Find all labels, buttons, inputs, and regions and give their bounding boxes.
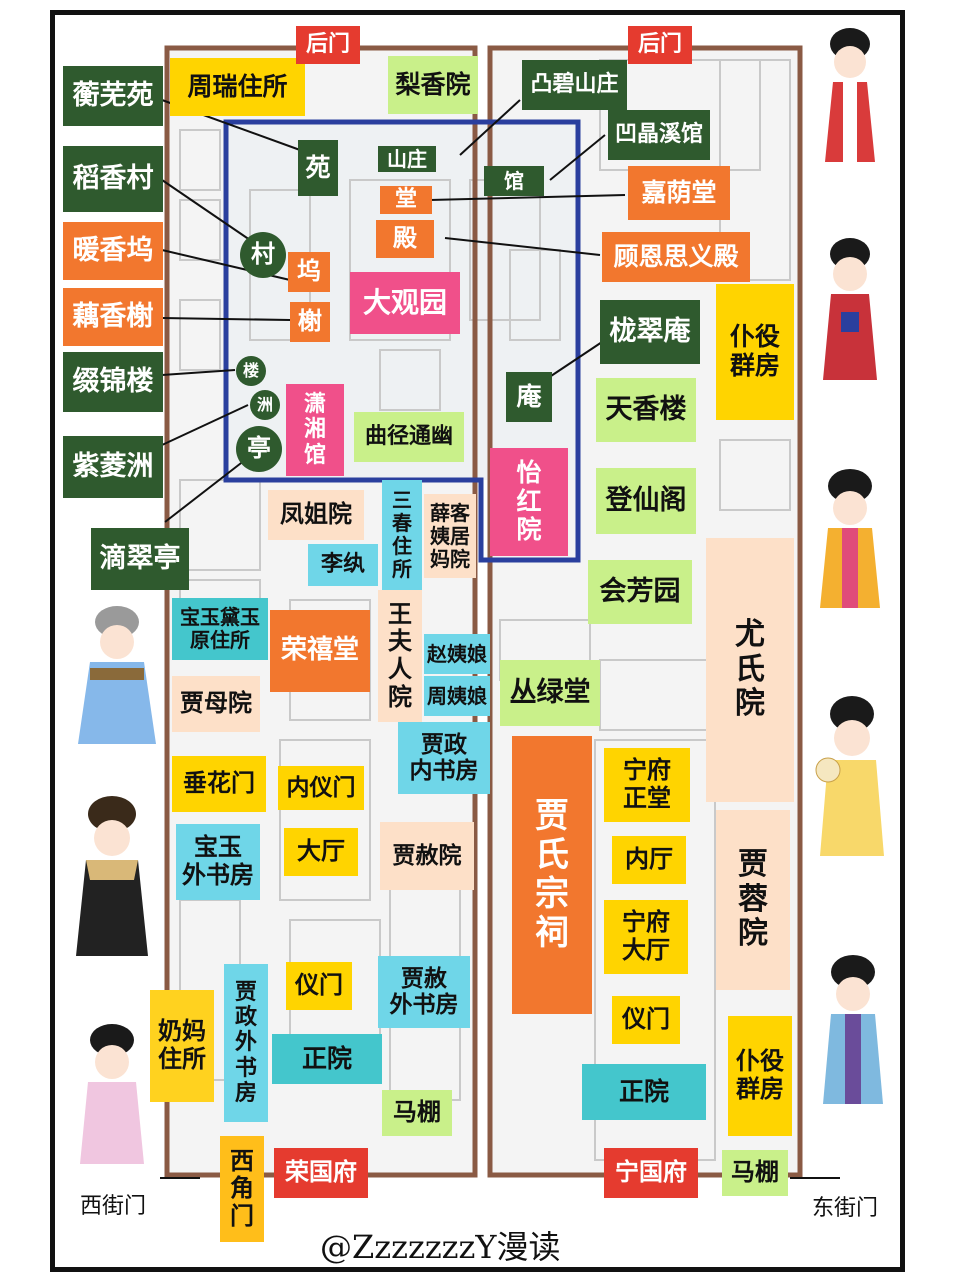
label-jiayin[interactable]: 嘉荫堂: [628, 166, 730, 220]
label-guan[interactable]: 馆: [484, 166, 544, 196]
label-fengjie[interactable]: 凤姐院: [268, 490, 364, 540]
label-tubi[interactable]: 凸碧山庄: [522, 60, 627, 110]
label-zhouyiniang[interactable]: 周姨娘: [424, 676, 490, 716]
label-tang[interactable]: 堂: [380, 186, 432, 214]
label-dengxian[interactable]: 登仙阁: [596, 468, 696, 534]
label-yihong[interactable]: 怡 红 院: [490, 448, 568, 556]
label-wu[interactable]: 坞: [288, 252, 330, 292]
label-jiashe[interactable]: 贾赦院: [380, 822, 474, 890]
daguanyuan-border: [223, 119, 581, 563]
label-guen[interactable]: 顾恩思义殿: [602, 232, 750, 282]
label-puyi-bottom[interactable]: 仆役 群房: [728, 1016, 792, 1136]
label-neiting[interactable]: 内厅: [612, 836, 686, 884]
label-xueyima[interactable]: 薛客 姨居 妈院: [424, 494, 476, 578]
label-baoyu-daiyu[interactable]: 宝玉黛玉 原住所: [172, 598, 268, 660]
label-naima[interactable]: 奶妈 住所: [150, 990, 214, 1102]
label-wangfuren[interactable]: 王 夫 人 院: [378, 590, 422, 722]
label-puyi-top[interactable]: 仆役 群房: [716, 284, 794, 420]
label-rongguofu[interactable]: 荣国府: [274, 1148, 368, 1198]
label-youshi[interactable]: 尤 氏 院: [706, 538, 794, 802]
label-mapeng-right[interactable]: 马棚: [722, 1150, 788, 1196]
label-rongxi[interactable]: 荣禧堂: [270, 610, 370, 692]
label-zhuijin[interactable]: 缀锦楼: [63, 352, 163, 412]
label-jiashi[interactable]: 贾 氏 宗 祠: [512, 736, 592, 1014]
label-zhengyuan-left[interactable]: 正院: [272, 1034, 382, 1084]
label-longcui[interactable]: 栊翠庵: [600, 300, 700, 364]
label-lixiang[interactable]: 梨香院: [388, 56, 478, 114]
label-jiazheng-inner[interactable]: 贾政 内书房: [398, 722, 490, 794]
label-yuan-char[interactable]: 苑: [298, 140, 338, 196]
label-liwan[interactable]: 李纨: [308, 544, 378, 586]
label-huifang[interactable]: 会芳园: [588, 560, 692, 624]
label-dongjiemen: 东街门: [812, 1196, 879, 1221]
label-aojing[interactable]: 凹晶溪馆: [608, 110, 710, 160]
label-zhaoyiniang[interactable]: 赵姨娘: [424, 634, 490, 674]
label-mapeng-left[interactable]: 马棚: [382, 1090, 452, 1136]
label-ningguofu[interactable]: 宁国府: [604, 1148, 698, 1198]
label-houmen-left[interactable]: 后门: [296, 26, 360, 64]
label-an[interactable]: 庵: [506, 372, 552, 422]
label-xiaoxiang[interactable]: 潇 湘 馆: [286, 384, 344, 476]
label-chuihua[interactable]: 垂花门: [172, 756, 266, 812]
character-figure-3: [820, 469, 880, 608]
character-figure-8: [80, 1024, 144, 1164]
label-ningfu-zhengtang[interactable]: 宁府 正堂: [604, 748, 690, 822]
label-qujing[interactable]: 曲径通幽: [354, 412, 464, 462]
label-zhourui[interactable]: 周瑞住所: [170, 58, 305, 116]
label-shanzhuang[interactable]: 山庄: [378, 146, 436, 172]
character-figure-6: [78, 606, 156, 744]
label-zhengyuan-right[interactable]: 正院: [582, 1064, 706, 1120]
label-sanchun[interactable]: 三 春 住 所: [382, 480, 422, 590]
label-dicui[interactable]: 滴翠亭: [91, 528, 189, 590]
label-jiazheng-outer[interactable]: 贾 政 外 书 房: [224, 964, 268, 1122]
character-figure-1: [825, 28, 875, 162]
label-hengwu[interactable]: 蘅芜苑: [63, 66, 163, 126]
label-xie[interactable]: 榭: [290, 302, 330, 342]
label-jiashe-outer[interactable]: 贾赦 外书房: [378, 956, 470, 1028]
label-xijiemen: 西街门: [80, 1194, 147, 1219]
label-zhou[interactable]: 洲: [250, 390, 280, 420]
label-cun[interactable]: 村: [240, 232, 286, 278]
label-daoxiang[interactable]: 稻香村: [63, 146, 163, 212]
character-figure-4: [815, 696, 884, 856]
label-lou[interactable]: 楼: [236, 356, 266, 386]
label-ningfu-dating[interactable]: 宁府 大厅: [604, 900, 688, 974]
label-daguanyuan[interactable]: 大观园: [350, 272, 460, 334]
character-figure-7: [76, 796, 148, 956]
label-dian[interactable]: 殿: [376, 220, 434, 258]
label-neiyi[interactable]: 内仪门: [278, 766, 364, 810]
label-yimen-right[interactable]: 仪门: [612, 996, 680, 1044]
label-houmen-right[interactable]: 后门: [628, 26, 692, 64]
label-nuanxiang[interactable]: 暖香坞: [63, 222, 163, 280]
label-yimen-left[interactable]: 仪门: [286, 962, 352, 1010]
label-dating-left[interactable]: 大厅: [284, 828, 358, 876]
label-ouxiang[interactable]: 藕香榭: [63, 288, 163, 346]
label-conglv[interactable]: 丛绿堂: [500, 660, 600, 726]
label-jiarong[interactable]: 贾 蓉 院: [716, 810, 790, 990]
label-zilingzhou[interactable]: 紫菱洲: [63, 436, 163, 498]
character-figure-5: [823, 955, 883, 1104]
character-figure-2: [823, 238, 877, 380]
label-baoyu-outer[interactable]: 宝玉 外书房: [176, 824, 260, 900]
label-tianxiang[interactable]: 天香楼: [596, 378, 696, 442]
credit-watermark: @ZzzzzzzY漫读: [320, 1228, 561, 1266]
label-xijiaomen[interactable]: 西 角 门: [220, 1136, 264, 1242]
label-jiamu[interactable]: 贾母院: [172, 676, 260, 732]
label-ting[interactable]: 亭: [236, 426, 282, 472]
